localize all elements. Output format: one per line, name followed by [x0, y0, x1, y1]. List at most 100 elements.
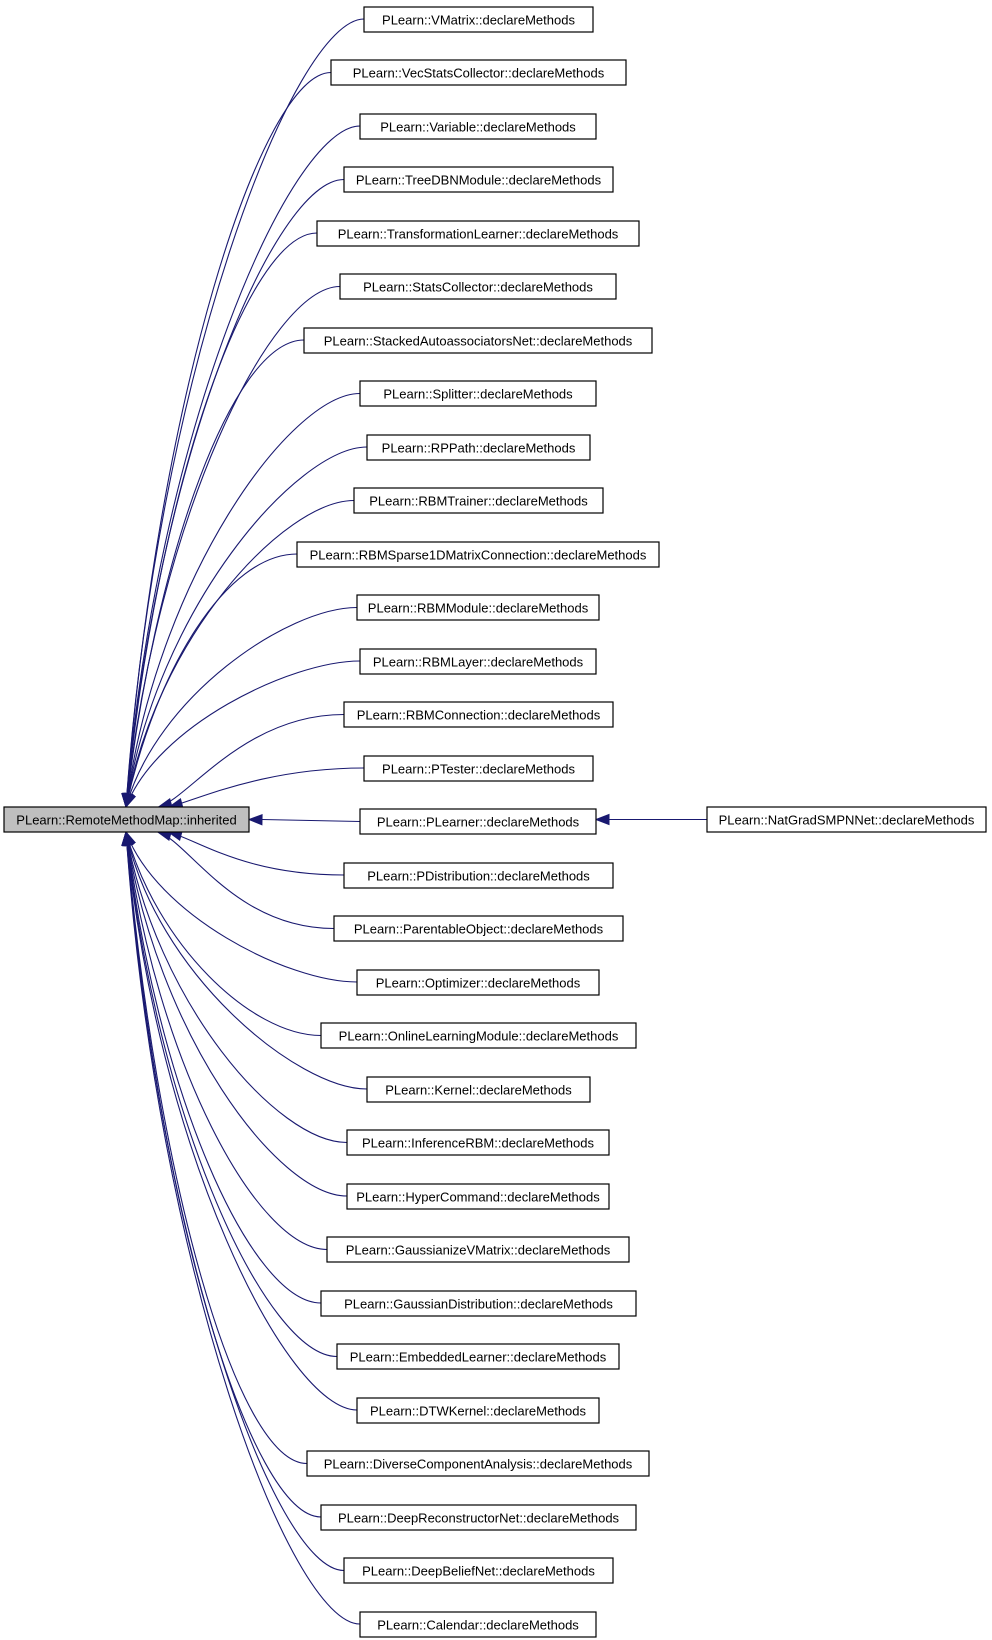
child-node-tree-dbnmodule-declare-methods-box [343, 166, 614, 193]
child-node-plearner-declare-methods-arrow [247, 814, 263, 826]
child-node-transformation-learner-declare-methods[interactable]: PLearn::TransformationLearner::declareMe… [316, 220, 640, 247]
child-node-rbmmodule-declare-methods-label: PLearn::RBMModule::declareMethods [368, 601, 589, 616]
child-node-parentable-object-declare-methods-label: PLearn::ParentableObject::declareMethods [354, 922, 604, 937]
child-node-rbmtrainer-declare-methods-edge [125, 499, 355, 808]
graph-nodes: PLearn::RemoteMethodMap::inheritedPLearn… [3, 6, 987, 1638]
child-node-rbmmodule-declare-methods[interactable]: PLearn::RBMModule::declareMethods [356, 594, 600, 621]
child-node-pdistribution-declare-methods-box [343, 862, 614, 889]
child-node-vec-stats-collector-declare-methods-box [330, 59, 627, 86]
child-node-rbmsparse1-dmatrix-connection-declare-methods-box [296, 541, 660, 568]
grandchild-node-nat-grad-smpn-net-label: PLearn::NatGradSMPNNet::declareMethods [719, 813, 975, 828]
child-node-gaussianize-vmatrix-declare-methods-label: PLearn::GaussianizeVMatrix::declareMetho… [346, 1243, 611, 1258]
child-node-pdistribution-declare-methods[interactable]: PLearn::PDistribution::declareMethods [343, 862, 614, 889]
grandchild-node-nat-grad-smpn-net[interactable]: PLearn::NatGradSMPNNet::declareMethods [706, 806, 987, 833]
child-node-splitter-declare-methods-label: PLearn::Splitter::declareMethods [383, 387, 573, 402]
child-node-deep-reconstructor-net-declare-methods-box [320, 1504, 637, 1531]
child-node-plearner-declare-methods[interactable]: PLearn::PLearner::declareMethods [359, 808, 597, 835]
child-node-vec-stats-collector-declare-methods-edge [125, 71, 332, 808]
child-node-hyper-command-declare-methods[interactable]: PLearn::HyperCommand::declareMethods [346, 1183, 610, 1210]
child-node-ptester-declare-methods-label: PLearn::PTester::declareMethods [382, 762, 575, 777]
child-node-inference-rbm-declare-methods-box [346, 1129, 610, 1156]
child-node-rbmsparse1-dmatrix-connection-declare-methods[interactable]: PLearn::RBMSparse1DMatrixConnection::dec… [296, 541, 660, 568]
child-node-inference-rbm-declare-methods-label: PLearn::InferenceRBM::declareMethods [362, 1136, 594, 1151]
child-node-plearner-declare-methods-label: PLearn::PLearner::declareMethods [377, 815, 580, 830]
child-node-vmatrix-declare-methods[interactable]: PLearn::VMatrix::declareMethods [363, 6, 594, 33]
child-node-calendar-declare-methods-arrow [121, 830, 133, 846]
child-node-rbmconnection-declare-methods[interactable]: PLearn::RBMConnection::declareMethods [343, 701, 614, 728]
child-node-splitter-declare-methods[interactable]: PLearn::Splitter::declareMethods [359, 380, 597, 407]
child-node-stacked-autoassociators-net-declare-methods-label: PLearn::StackedAutoassociatorsNet::decla… [324, 334, 633, 349]
child-node-deep-belief-net-declare-methods[interactable]: PLearn::DeepBeliefNet::declareMethods [343, 1557, 614, 1584]
child-node-ptester-declare-methods-box [363, 755, 594, 782]
child-node-parentable-object-declare-methods[interactable]: PLearn::ParentableObject::declareMethods [333, 915, 624, 942]
child-node-variable-declare-methods-box [359, 113, 597, 140]
child-node-kernel-declare-methods-box [366, 1076, 591, 1103]
child-node-online-learning-module-declare-methods-label: PLearn::OnlineLearningModule::declareMet… [339, 1029, 619, 1044]
child-node-online-learning-module-declare-methods[interactable]: PLearn::OnlineLearningModule::declareMet… [320, 1022, 637, 1049]
child-node-rbmmodule-declare-methods-edge [125, 606, 358, 808]
child-node-optimizer-declare-methods-edge [125, 831, 358, 983]
child-node-stacked-autoassociators-net-declare-methods-edge [125, 339, 305, 808]
child-node-dtwkernel-declare-methods[interactable]: PLearn::DTWKernel::declareMethods [356, 1397, 600, 1424]
child-node-gaussian-distribution-declare-methods-edge [125, 831, 322, 1304]
child-node-embedded-learner-declare-methods-edge [125, 831, 338, 1358]
child-node-inference-rbm-declare-methods-edge [125, 831, 348, 1144]
child-node-embedded-learner-declare-methods[interactable]: PLearn::EmbeddedLearner::declareMethods [336, 1343, 620, 1370]
child-node-rbmlayer-declare-methods[interactable]: PLearn::RBMLayer::declareMethods [359, 648, 597, 675]
child-node-plearner-declare-methods-edge [261, 818, 361, 823]
child-node-dtwkernel-declare-methods-edge [125, 831, 358, 1411]
child-node-deep-reconstructor-net-declare-methods[interactable]: PLearn::DeepReconstructorNet::declareMet… [320, 1504, 637, 1531]
child-node-rbmtrainer-declare-methods-box [353, 487, 604, 514]
child-node-diverse-component-analysis-declare-methods[interactable]: PLearn::DiverseComponentAnalysis::declar… [306, 1450, 650, 1477]
child-node-gaussian-distribution-declare-methods[interactable]: PLearn::GaussianDistribution::declareMet… [320, 1290, 637, 1317]
child-node-kernel-declare-methods[interactable]: PLearn::Kernel::declareMethods [366, 1076, 591, 1103]
grandchild-node-nat-grad-smpn-net-box [706, 806, 987, 833]
graph-edges [121, 18, 707, 1625]
child-node-rbmlayer-declare-methods-arrow [125, 792, 137, 809]
child-node-optimizer-declare-methods[interactable]: PLearn::Optimizer::declareMethods [356, 969, 600, 996]
child-node-gaussian-distribution-declare-methods-box [320, 1290, 637, 1317]
child-node-tree-dbnmodule-declare-methods-label: PLearn::TreeDBNModule::declareMethods [356, 173, 602, 188]
child-node-dtwkernel-declare-methods-label: PLearn::DTWKernel::declareMethods [370, 1404, 587, 1419]
child-node-tree-dbnmodule-declare-methods-edge [125, 178, 345, 808]
child-node-pdistribution-declare-methods-edge [168, 831, 345, 876]
child-node-rbmlayer-declare-methods-box [359, 648, 597, 675]
child-node-hyper-command-declare-methods-label: PLearn::HyperCommand::declareMethods [356, 1190, 600, 1205]
child-node-rbmsparse1-dmatrix-connection-declare-methods-edge [125, 553, 298, 808]
child-node-calendar-declare-methods-box [359, 1611, 597, 1638]
child-node-stats-collector-declare-methods[interactable]: PLearn::StatsCollector::declareMethods [339, 273, 617, 300]
child-node-ptester-declare-methods[interactable]: PLearn::PTester::declareMethods [363, 755, 594, 782]
child-node-online-learning-module-declare-methods-box [320, 1022, 637, 1049]
grandchild-arrow [594, 813, 610, 826]
child-node-variable-declare-methods[interactable]: PLearn::Variable::declareMethods [359, 113, 597, 140]
child-node-stats-collector-declare-methods-box [339, 273, 617, 300]
child-node-diverse-component-analysis-declare-methods-label: PLearn::DiverseComponentAnalysis::declar… [324, 1457, 633, 1472]
child-node-rbmconnection-declare-methods-label: PLearn::RBMConnection::declareMethods [357, 708, 601, 723]
child-node-variable-declare-methods-edge [125, 125, 361, 808]
child-node-splitter-declare-methods-box [359, 380, 597, 407]
child-node-vec-stats-collector-declare-methods[interactable]: PLearn::VecStatsCollector::declareMethod… [330, 59, 627, 86]
child-node-rbmtrainer-declare-methods[interactable]: PLearn::RBMTrainer::declareMethods [353, 487, 604, 514]
child-node-vmatrix-declare-methods-label: PLearn::VMatrix::declareMethods [382, 13, 575, 28]
child-node-pdistribution-declare-methods-label: PLearn::PDistribution::declareMethods [367, 869, 590, 884]
root-node-remote-method-map-inherited[interactable]: PLearn::RemoteMethodMap::inherited [3, 806, 250, 833]
child-node-optimizer-declare-methods-label: PLearn::Optimizer::declareMethods [376, 976, 581, 991]
child-node-transformation-learner-declare-methods-edge [125, 232, 318, 808]
child-node-vec-stats-collector-declare-methods-label: PLearn::VecStatsCollector::declareMethod… [353, 66, 605, 81]
child-node-calendar-declare-methods[interactable]: PLearn::Calendar::declareMethods [359, 1611, 597, 1638]
child-node-stacked-autoassociators-net-declare-methods-box [303, 327, 653, 354]
child-node-hyper-command-declare-methods-edge [125, 831, 348, 1197]
child-node-ptester-declare-methods-edge [169, 767, 365, 808]
child-node-rppath-declare-methods[interactable]: PLearn::RPPath::declareMethods [366, 434, 591, 461]
child-node-gaussian-distribution-declare-methods-label: PLearn::GaussianDistribution::declareMet… [344, 1297, 613, 1312]
root-node-remote-method-map-inherited-label: PLearn::RemoteMethodMap::inherited [16, 813, 236, 828]
child-node-tree-dbnmodule-declare-methods[interactable]: PLearn::TreeDBNModule::declareMethods [343, 166, 614, 193]
child-node-gaussianize-vmatrix-declare-methods[interactable]: PLearn::GaussianizeVMatrix::declareMetho… [326, 1236, 630, 1263]
child-node-parentable-object-declare-methods-box [333, 915, 624, 942]
child-node-inference-rbm-declare-methods[interactable]: PLearn::InferenceRBM::declareMethods [346, 1129, 610, 1156]
child-node-rbmsparse1-dmatrix-connection-declare-methods-label: PLearn::RBMSparse1DMatrixConnection::dec… [310, 548, 647, 563]
child-node-calendar-declare-methods-label: PLearn::Calendar::declareMethods [377, 1618, 579, 1633]
child-node-online-learning-module-declare-methods-edge [125, 831, 322, 1037]
child-node-stacked-autoassociators-net-declare-methods[interactable]: PLearn::StackedAutoassociatorsNet::decla… [303, 327, 653, 354]
child-node-transformation-learner-declare-methods-box [316, 220, 640, 247]
